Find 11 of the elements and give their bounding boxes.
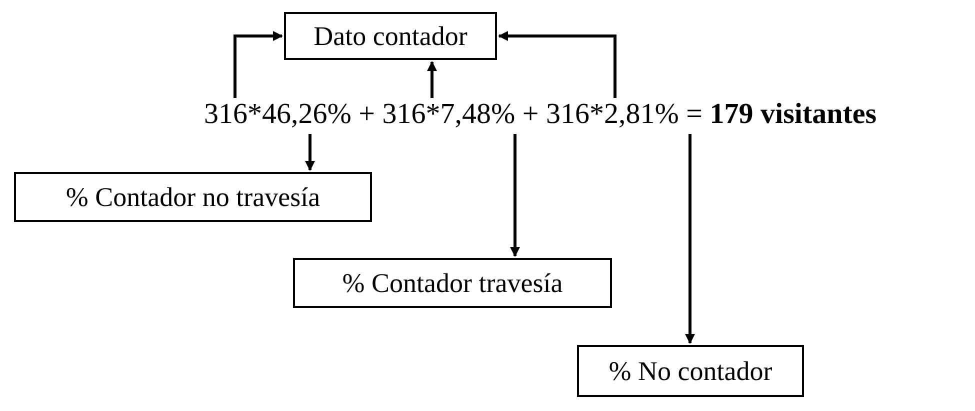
- arrow: [305, 134, 315, 171]
- arrow: [234, 31, 283, 98]
- process-box: % No contador: [577, 345, 804, 397]
- process-box: % Contador travesía: [293, 258, 612, 308]
- process-box: Dato contador: [284, 12, 497, 60]
- formula-text: 316*46,26% + 316*7,48% + 316*2,81% = 179 visitantes: [204, 96, 877, 132]
- arrow: [498, 31, 616, 98]
- arrow: [427, 61, 437, 98]
- arrow: [685, 134, 695, 344]
- process-box: % Contador no travesía: [14, 172, 372, 222]
- arrow: [510, 134, 520, 257]
